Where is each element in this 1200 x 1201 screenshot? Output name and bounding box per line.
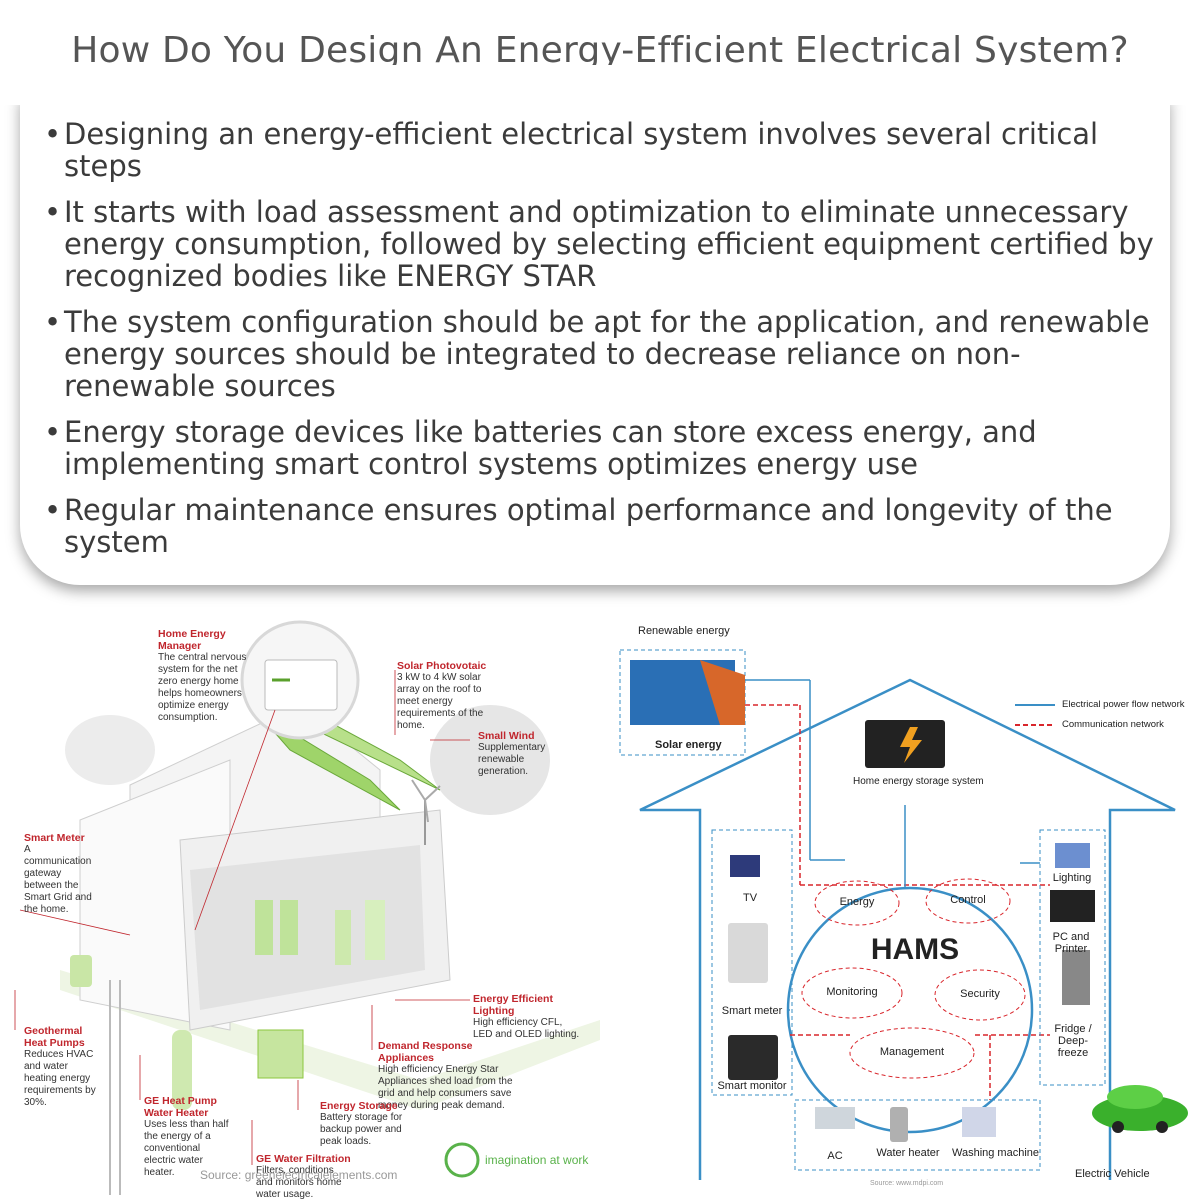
ev-label: Electric Vehicle xyxy=(1075,1168,1150,1180)
device-washing-machine: Washing machine xyxy=(951,1147,1040,1159)
bullet-list: Designing an energy-efficient electrical… xyxy=(40,118,1160,572)
module-control: Control xyxy=(950,894,986,906)
device-tv: TV xyxy=(742,892,758,904)
bullet-item: It starts with load assessment and optim… xyxy=(40,196,1160,292)
device-smart-monitor: Smart monitor xyxy=(717,1080,787,1092)
device-ac: AC xyxy=(827,1150,843,1162)
module-management: Management xyxy=(879,1046,945,1058)
device-lighting: Lighting xyxy=(1052,872,1092,884)
bullet-item: The system configuration should be apt f… xyxy=(40,306,1160,402)
storage-label: Home energy storage system xyxy=(853,776,984,787)
page-title: How Do You Design An Energy-Efficient El… xyxy=(71,30,1129,71)
legend-communication: Communication network xyxy=(1062,719,1164,730)
ge-tagline: imagination at work xyxy=(485,1153,589,1167)
right-source: Source: www.mdpi.com xyxy=(870,1180,944,1187)
device-pc-printer: PC and Printer xyxy=(1052,931,1090,955)
device-smart-meter: Smart meter xyxy=(721,1005,783,1017)
device-fridge: Fridge / Deep-freeze xyxy=(1054,1023,1092,1059)
module-monitoring: Monitoring xyxy=(826,986,878,998)
solar-energy-label: Solar energy xyxy=(655,739,722,751)
bullet-item: Energy storage devices like batteries ca… xyxy=(40,416,1160,480)
module-security: Security xyxy=(960,988,1000,1000)
renewable-energy-label: Renewable energy xyxy=(638,625,730,637)
hams-diagram: Renewable energy Solar energy Home energ… xyxy=(610,615,1200,1195)
legend-power: Electrical power flow network xyxy=(1062,699,1185,710)
module-energy: Energy xyxy=(839,896,875,908)
house-drawing xyxy=(14,620,600,1195)
left-source: Source: greenelectricalelements.com xyxy=(200,1168,398,1182)
bullet-item: Designing an energy-efficient electrical… xyxy=(40,118,1160,182)
device-water-heater: Water heater xyxy=(876,1147,940,1159)
hams-center-label: HAMS xyxy=(870,933,960,966)
hams-drawing xyxy=(619,649,1188,1180)
bullet-item: Regular maintenance ensures optimal perf… xyxy=(40,494,1160,558)
